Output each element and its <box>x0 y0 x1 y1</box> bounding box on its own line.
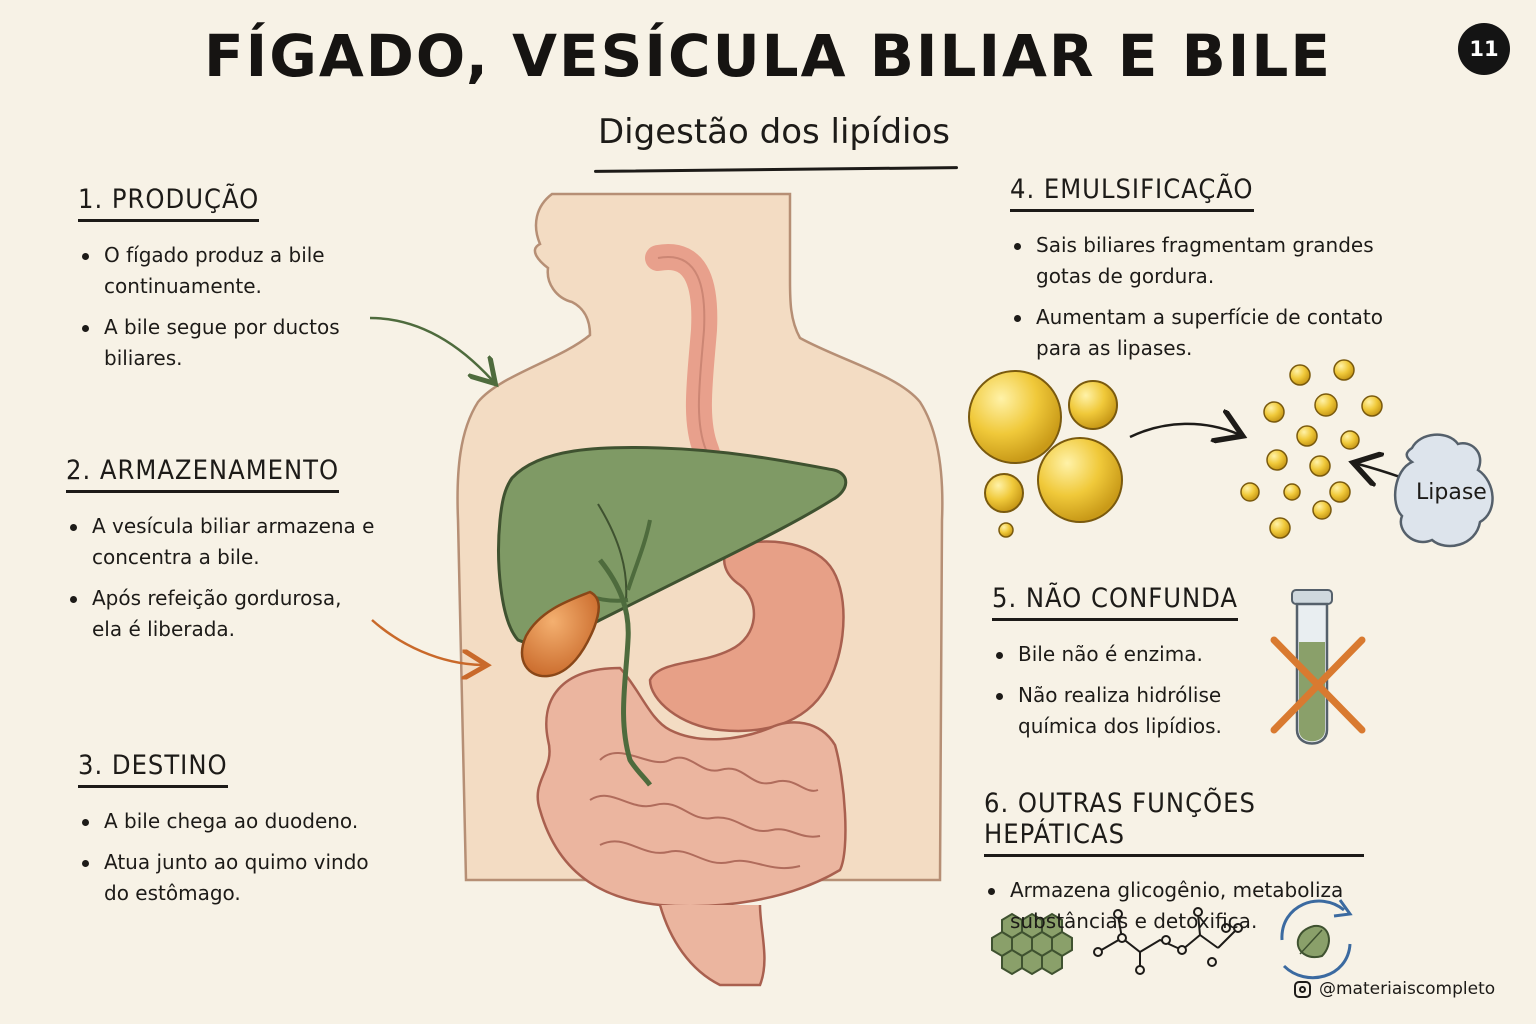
gallbladder <box>520 590 600 678</box>
handle-text: @materiaiscompleto <box>1319 979 1496 999</box>
arrow-emulsification <box>1129 424 1238 437</box>
bullet-item: O fígado produz a bile continuamente. <box>78 240 378 302</box>
section-heading: 4. EMULSIFICAÇÃO <box>1010 174 1254 212</box>
section-nao-confunda: 5. NÃO CONFUNDA Bile não é enzima. Não r… <box>992 583 1242 752</box>
section-heading: 2. ARMAZENAMENTO <box>66 455 340 493</box>
arrow-storage <box>371 619 482 665</box>
bullet-item: Bile não é enzima. <box>992 639 1242 670</box>
bile-duct <box>598 558 653 787</box>
section-heading: 1. PRODUÇÃO <box>78 184 260 222</box>
section-armazenamento: 2. ARMAZENAMENTO A vesícula biliar armaz… <box>66 455 376 655</box>
section-heading: 5. NÃO CONFUNDA <box>992 583 1239 621</box>
social-handle[interactable]: @materiaiscompleto <box>1294 979 1495 999</box>
bullet-item: A bile chega ao duodeno. <box>78 806 378 837</box>
bullet-item: A bile segue por ductos biliares. <box>78 312 378 374</box>
bullet-item: Atua junto ao quimo vindo do estômago. <box>78 847 378 909</box>
section-destino: 3. DESTINO A bile chega ao duodeno. Atua… <box>78 750 378 919</box>
molecule-icon <box>1093 907 1243 975</box>
lipase-label: Lipase <box>1416 480 1487 505</box>
bullet-item: Aumentam a superfície de contato para as… <box>1010 302 1400 364</box>
bullet-item: Armazena glicogênio, metaboliza substânc… <box>984 875 1364 937</box>
hexagon-cells-icon <box>991 912 1073 976</box>
test-tube-crossed <box>1270 589 1366 745</box>
instagram-icon <box>1294 980 1311 998</box>
stomach <box>648 540 845 733</box>
small-fat-droplets <box>1240 359 1383 539</box>
section-outras-funcoes: 6. OUTRAS FUNÇÕES HEPÁTICAS Armazena gli… <box>984 788 1364 947</box>
bullet-item: Não realiza hidrólise química dos lipídi… <box>992 680 1242 742</box>
bullet-item: Sais biliares fragmentam grandes gotas d… <box>1010 230 1400 292</box>
bullet-item: A vesícula biliar armazena e concentra a… <box>66 511 376 573</box>
detox-cycle-icon <box>1280 899 1353 980</box>
lipase-enzyme <box>1394 433 1494 548</box>
intestines <box>536 666 847 987</box>
section-heading: 3. DESTINO <box>78 750 228 788</box>
large-fat-droplets <box>968 370 1123 538</box>
section-producao: 1. PRODUÇÃO O fígado produz a bile conti… <box>78 184 378 384</box>
page-number-badge: 11 <box>1458 23 1510 75</box>
section-heading: 6. OUTRAS FUNÇÕES HEPÁTICAS <box>984 788 1364 857</box>
page-title: FÍGADO, VESÍCULA BILIAR E BILE <box>204 22 1332 90</box>
page-subtitle: Digestão dos lipídios <box>598 112 950 152</box>
bullet-item: Após refeição gordurosa, ela é liberada. <box>66 583 376 645</box>
arrow-production <box>369 316 492 380</box>
section-emulsificacao: 4. EMULSIFICAÇÃO Sais biliares fragmenta… <box>1010 174 1400 374</box>
